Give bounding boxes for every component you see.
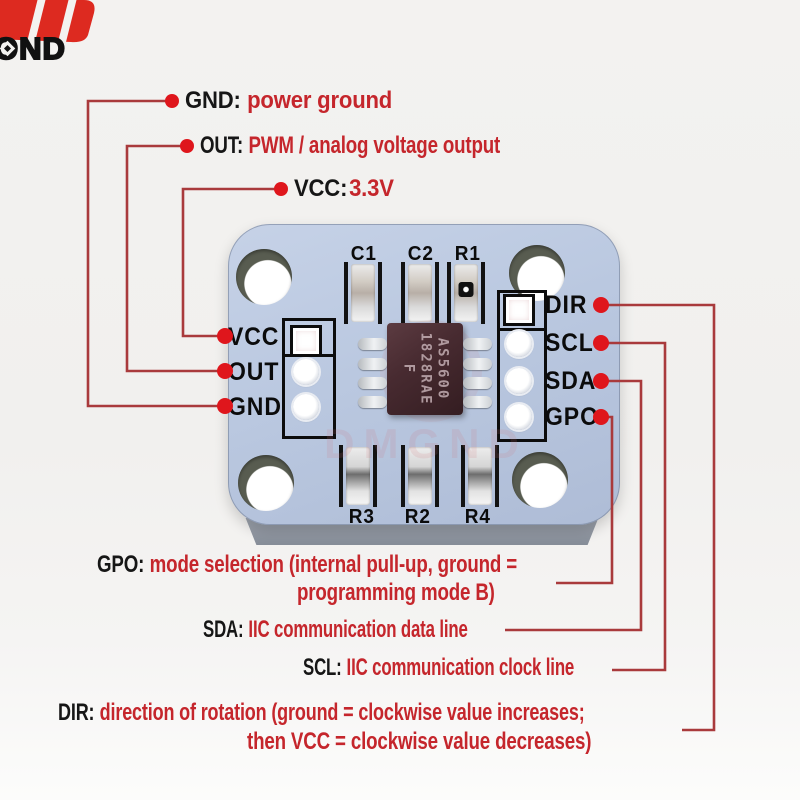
- silk-label-out: OUT: [228, 358, 280, 386]
- pcb-board: DMGND VCC OUT GND DIR SCL SDA GPO C1 C2 …: [228, 224, 620, 528]
- component-body: [468, 447, 492, 505]
- pad-bar: [461, 445, 465, 507]
- label-sda-desc: IIC communication data line: [248, 616, 468, 643]
- capacitor-c2: [401, 262, 439, 324]
- pad-bar: [373, 445, 377, 507]
- resistor-r4: [461, 445, 499, 507]
- resistor-r2: [401, 445, 439, 507]
- label-sda-pin: SDA:: [203, 616, 244, 643]
- resistor-r1: [447, 262, 485, 324]
- chip-pin: [463, 338, 492, 350]
- label-sda: SDA:IIC communication data line: [203, 618, 468, 642]
- pad-vcc: [290, 325, 322, 357]
- pad-bar: [495, 445, 499, 507]
- r1-component-dot: [458, 282, 474, 297]
- callout-bullet-out: [180, 139, 194, 153]
- label-gnd-pin: GND:: [185, 87, 241, 114]
- pad-bar: [435, 445, 439, 507]
- label-gpo-line1: GPO:mode selection (internal pull-up, gr…: [97, 553, 517, 577]
- callout-line-out: [125, 144, 225, 373]
- label-gnd-desc: power ground: [247, 87, 393, 114]
- silk-label-c1: C1: [350, 243, 377, 265]
- chip-marking-line2: 1828RAE: [417, 332, 434, 406]
- silk-label-vcc: VCC: [228, 323, 280, 351]
- silk-label-gnd: GND: [228, 393, 282, 421]
- label-dir-line1: DIR:direction of rotation (ground = cloc…: [58, 701, 585, 725]
- mounting-hole: [236, 249, 292, 305]
- label-dir-pin: DIR:: [58, 699, 95, 726]
- chip-pin: [358, 396, 387, 408]
- component-body: [408, 447, 432, 505]
- capacitor-c1: [344, 262, 382, 324]
- pad-bar: [447, 262, 451, 324]
- label-vcc: VCC:3.3V: [294, 177, 394, 201]
- component-body: [346, 447, 370, 505]
- pad-bar: [401, 262, 405, 324]
- label-dir-line2: then VCC = clockwise value decreases): [247, 728, 592, 755]
- component-body: [351, 264, 375, 322]
- pad-bar: [401, 445, 405, 507]
- chip-pin: [463, 358, 492, 370]
- pad-bar: [435, 262, 439, 324]
- chip-pin: [358, 377, 387, 389]
- silk-label-c2: C2: [407, 243, 434, 265]
- label-gpo-line2: programming mode B): [297, 579, 495, 606]
- callout-bullet-vcc: [274, 182, 288, 196]
- logo-stripe: [57, 0, 77, 46]
- silk-label-sda: SDA: [545, 367, 597, 395]
- pad-out: [293, 359, 319, 385]
- label-scl-desc: IIC communication clock line: [346, 654, 575, 681]
- chip-pin: [463, 377, 492, 389]
- chip-marking: AS5600 1828RAE F: [400, 332, 451, 405]
- label-gpo-desc: mode selection (internal pull-up, ground…: [149, 551, 518, 578]
- chip-pin: [463, 396, 492, 408]
- encoder-chip: AS5600 1828RAE F: [358, 323, 492, 415]
- label-vcc-pin: VCC:: [294, 175, 348, 202]
- aperture-core: [3, 44, 12, 53]
- silk-label-r2: R2: [404, 506, 431, 528]
- pad-scl: [506, 331, 532, 357]
- pad-sda: [506, 368, 532, 394]
- pad-bar: [378, 262, 382, 324]
- label-scl: SCL:IIC communication clock line: [303, 656, 574, 680]
- chip-marking-line3: F: [400, 363, 417, 375]
- chip-marking-line1: AS5600: [434, 337, 451, 401]
- brand-logo: OND: [0, 0, 124, 72]
- callout-bullet-gnd: [165, 94, 179, 108]
- pad-gnd: [293, 394, 319, 420]
- label-dir-desc: direction of rotation (ground = clockwis…: [99, 699, 585, 726]
- pad-dir: [503, 294, 535, 326]
- resistor-r3: [339, 445, 377, 507]
- pad-bar: [339, 445, 343, 507]
- silk-label-r3: R3: [348, 506, 375, 528]
- pad-bar: [344, 262, 348, 324]
- mounting-hole: [238, 455, 294, 511]
- silk-label-scl: SCL: [545, 329, 594, 357]
- label-gnd: GND:power ground: [185, 89, 392, 113]
- chip-pin: [358, 358, 387, 370]
- silk-label-gpo: GPO: [545, 403, 599, 431]
- label-scl-pin: SCL:: [303, 654, 342, 681]
- silk-label-r1: R1: [454, 243, 481, 265]
- label-out-desc: PWM / analog voltage output: [248, 132, 501, 159]
- silk-label-dir: DIR: [545, 291, 588, 319]
- watermark-text: DMGND: [324, 420, 528, 467]
- chip-pin: [358, 338, 387, 350]
- logo-stripe: [26, 0, 46, 46]
- component-body: [408, 264, 432, 322]
- brand-mark-icon: [0, 0, 95, 46]
- label-vcc-desc: 3.3V: [349, 175, 394, 202]
- label-out-pin: OUT:: [200, 132, 244, 159]
- pad-bar: [481, 262, 485, 324]
- silk-label-r4: R4: [464, 506, 491, 528]
- label-gpo-pin: GPO:: [97, 551, 145, 578]
- header-divider: [497, 328, 547, 331]
- label-out: OUT:PWM / analog voltage output: [200, 134, 500, 158]
